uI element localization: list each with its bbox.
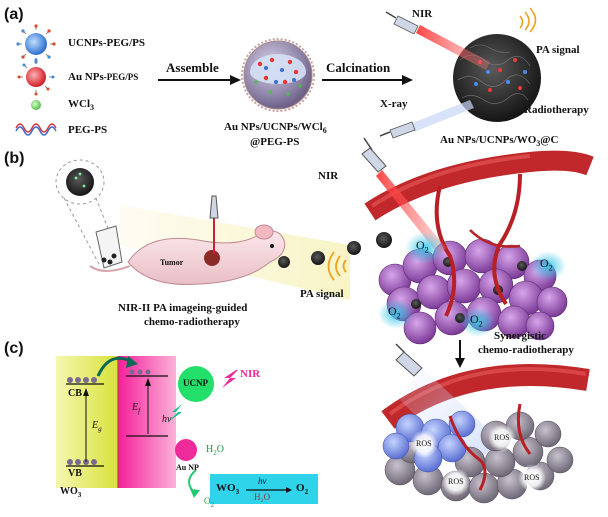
- nir-label-b: NIR: [318, 170, 339, 182]
- intermediate-nanoparticle: [241, 38, 315, 112]
- tumor-label: Tumor: [160, 258, 184, 267]
- assemble-label: Assemble: [166, 60, 219, 75]
- intermediate-label-line1: Au NPs/UCNPs/WCl6: [224, 121, 327, 136]
- pa-signal-waves-b: [327, 251, 347, 281]
- xray-source-a: [379, 100, 474, 139]
- hv-bolt: [168, 404, 182, 422]
- o2-label-c: O2: [204, 496, 214, 509]
- zoom-nanoparticle: [55, 159, 119, 267]
- synergy-line1: Synergistic: [494, 330, 546, 342]
- xray-source-c: [395, 343, 423, 377]
- panel-c-label: (c): [4, 340, 24, 357]
- flying-nanoparticles: [278, 232, 392, 268]
- pa-signal-label-a: PA signal: [536, 44, 580, 56]
- reaction-above: hν: [258, 476, 267, 486]
- o2-label-4: O2: [470, 312, 483, 329]
- vb-level: [66, 459, 104, 467]
- xray-label-a: X-ray: [380, 98, 408, 110]
- radiotherapy-label: Radiotherapy: [524, 104, 589, 116]
- legend-wcl3-label: WCl3: [68, 98, 94, 113]
- ros-label-3: ROS: [494, 433, 510, 442]
- nir-label-a: NIR: [412, 8, 433, 20]
- ros-label-4: ROS: [524, 473, 540, 482]
- vb-label: VB: [68, 468, 82, 479]
- au-band: [118, 356, 176, 488]
- o2-label-3: O2: [388, 304, 401, 321]
- ef-label: Ef: [132, 402, 141, 415]
- peg-ps-legend-icon: [15, 123, 57, 136]
- ucnp-ball: [178, 366, 214, 402]
- o2-label-1: O2: [416, 238, 429, 255]
- caption-line1: NIR-II PA imageing-guided: [118, 302, 248, 314]
- o2-label-2: O2: [540, 256, 553, 273]
- intermediate-label-line2: @PEG-PS: [250, 136, 300, 148]
- ros-label-1: ROS: [416, 439, 432, 448]
- reaction-below: H₂O: [254, 492, 271, 502]
- nir-bolt: [222, 370, 238, 388]
- au-np-label: Au NP: [176, 463, 199, 472]
- eg-label: Eg: [92, 420, 102, 433]
- ucnp-label: UCNP: [183, 378, 208, 388]
- wo3-band: [56, 356, 118, 488]
- au-nps-legend-icon: [17, 58, 55, 96]
- reaction-product: O2: [296, 482, 309, 497]
- panel-a-label: (a): [4, 6, 24, 23]
- reaction-box: [210, 474, 318, 504]
- reaction-reactant: WO3: [216, 482, 240, 497]
- ucnps-legend-icon: [16, 24, 56, 64]
- syringe-needle: [95, 225, 123, 269]
- treated-tumor: [381, 364, 590, 504]
- nir-label-c: NIR: [240, 368, 261, 380]
- calcination-label: Calcination: [326, 60, 391, 75]
- pa-signal-waves-a: [519, 7, 537, 33]
- legend-ucnps-label: UCNPs-PEG/PS: [68, 37, 145, 49]
- pa-signal-label-b: PA signal: [300, 288, 344, 300]
- nir-laser-a: [385, 11, 490, 70]
- hv-label: hν: [162, 414, 172, 425]
- cb-label: CB: [68, 388, 82, 399]
- legend-au-nps-label: Au NPs-PEG/PS: [68, 71, 139, 83]
- panel-b-label: (b): [4, 150, 25, 167]
- caption-line2: chemo-radiotherapy: [144, 316, 240, 328]
- cb-level: [66, 377, 104, 385]
- wo3-label: WO3: [60, 486, 82, 499]
- synergy-line2: chemo-radiotherapy: [478, 344, 574, 356]
- au-np-ball: [175, 439, 197, 461]
- wcl3-legend-icon: [31, 100, 41, 110]
- o2-glows: [378, 232, 566, 337]
- ros-label-2: ROS: [448, 477, 464, 486]
- mouse: [89, 195, 286, 285]
- legend-pegps-label: PEG-PS: [68, 124, 108, 136]
- product-label: Au NPs/UCNPs/WO3@C: [440, 134, 559, 149]
- h2o-label: H2O: [206, 444, 224, 457]
